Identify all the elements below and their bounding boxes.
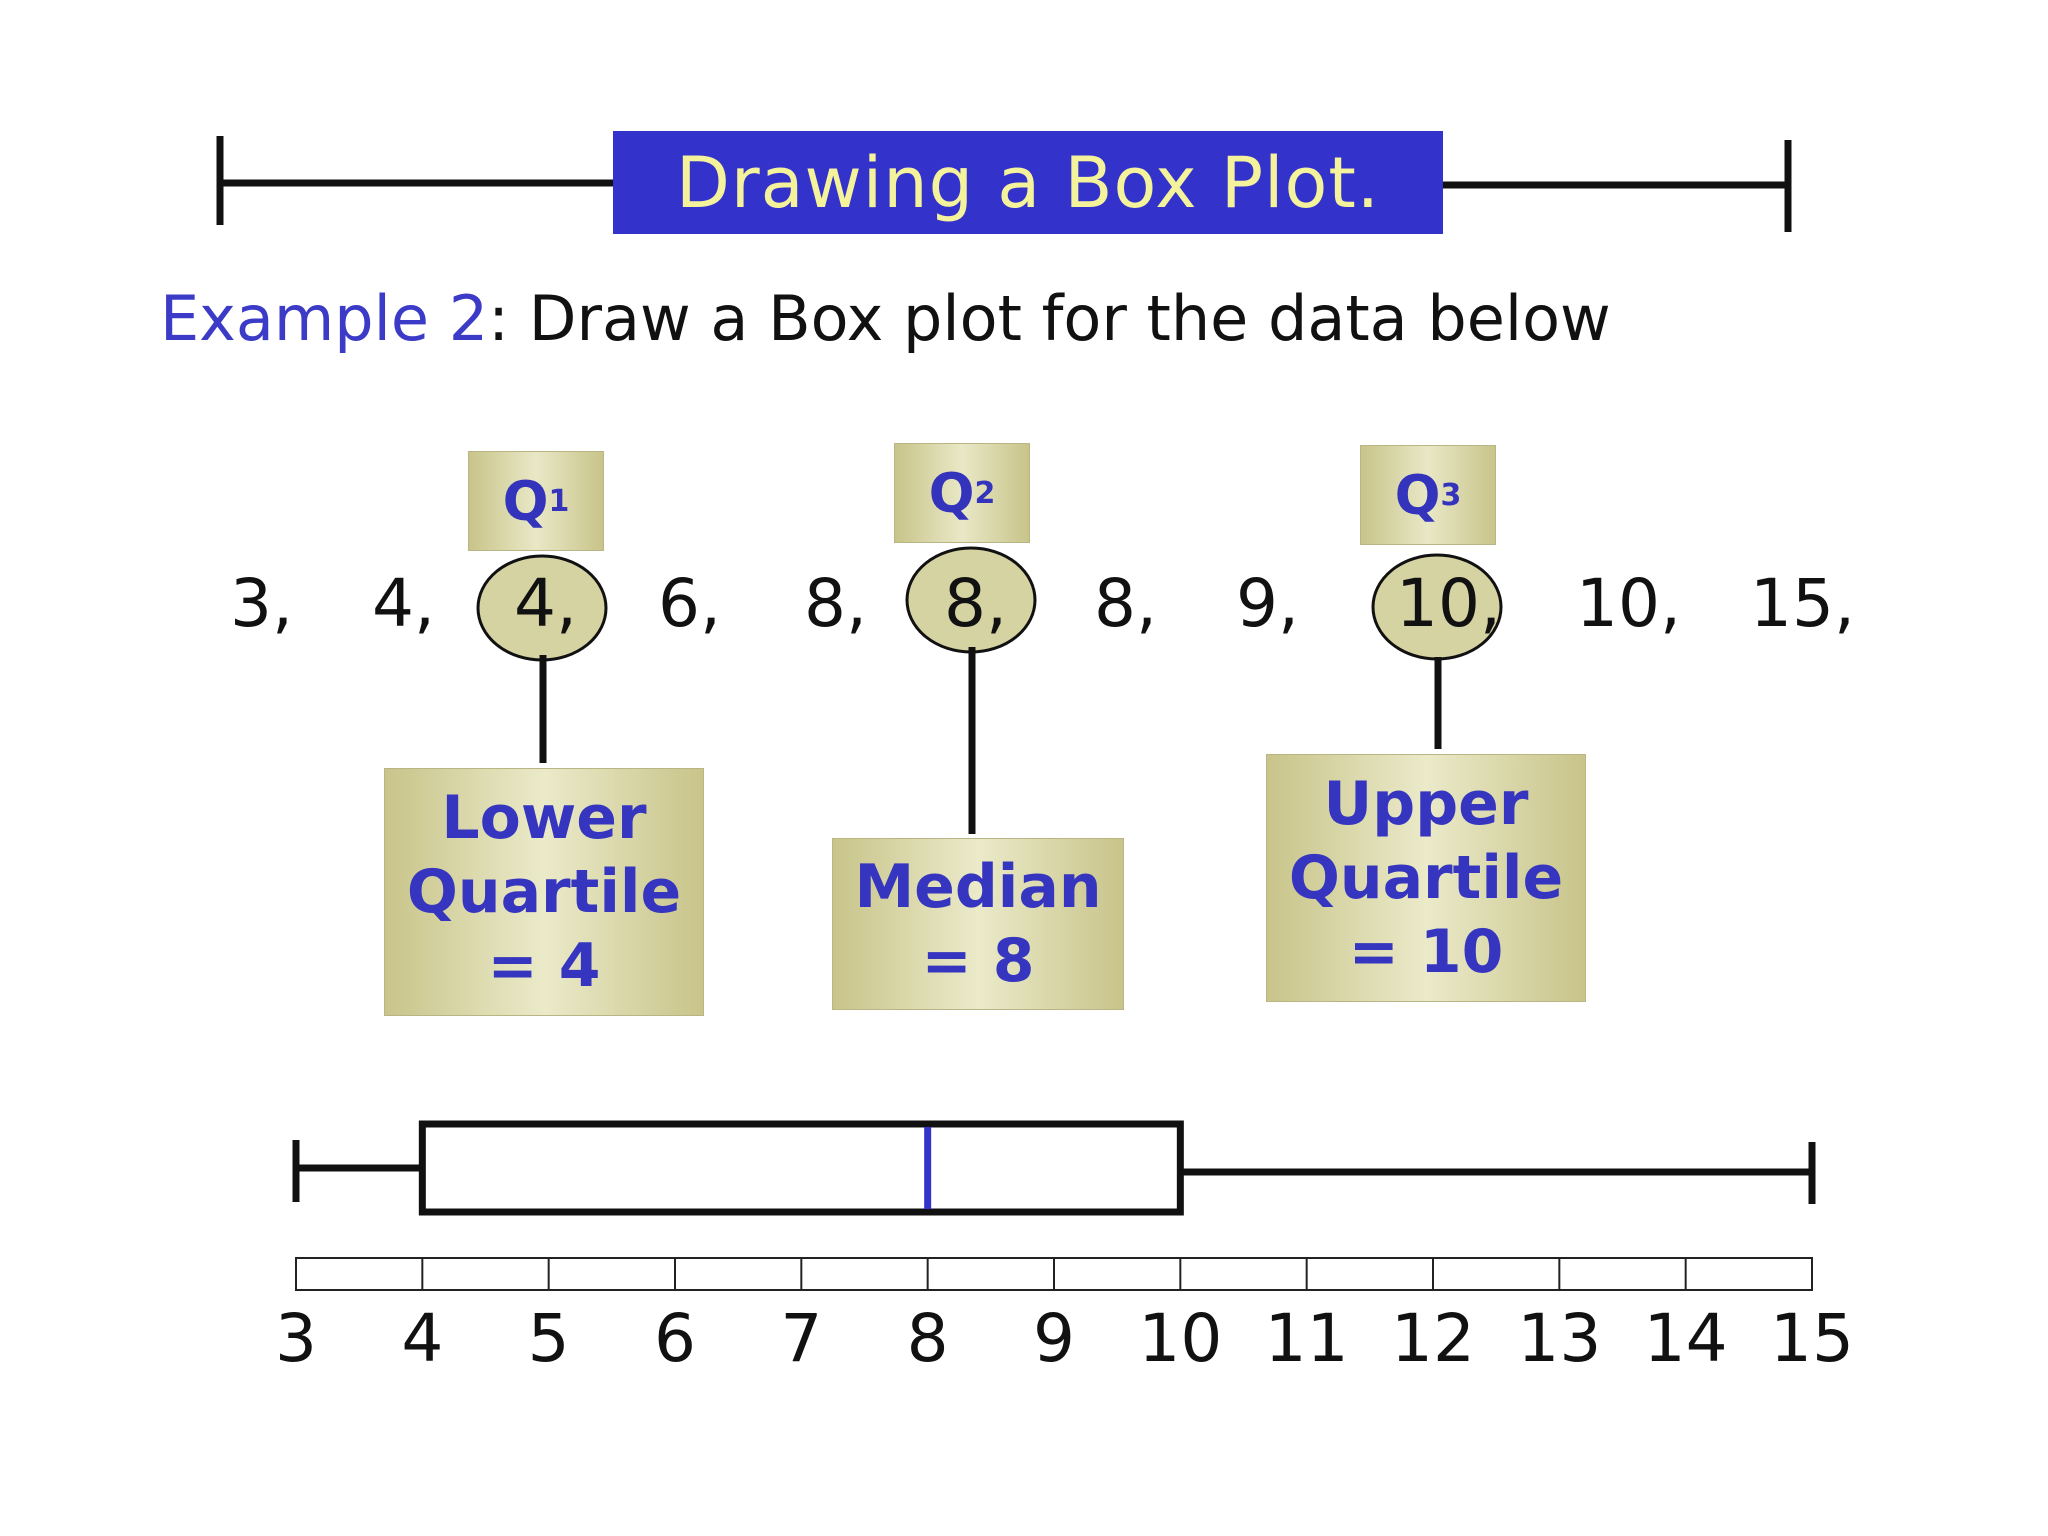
example-colon: : [488,282,510,355]
axis-tick-label: 11 [1264,1300,1349,1377]
upper-quartile-line3: = 10 [1348,917,1504,987]
box-plot [292,1120,1816,1216]
page-title: Drawing a Box Plot. [675,141,1381,224]
median-line2: = 8 [921,926,1035,996]
axis-tick-label: 4 [401,1300,444,1377]
interquartile-box [418,1120,1184,1216]
data-value: 8, [1094,565,1157,642]
axis-tick-label: 10 [1138,1300,1223,1377]
data-value: 6, [658,565,721,642]
axis-tick-label: 6 [654,1300,696,1377]
data-value: 9, [1236,565,1299,642]
axis-tick-label: 7 [780,1300,823,1377]
q1-letter: Q [502,469,549,533]
example-line: Example 2: Draw a Box plot for the data … [160,282,1611,355]
q1-sub: 1 [548,483,570,519]
lower-quartile-line2: Quartile [406,857,682,927]
lower-quartile-line1: Lower [441,783,647,853]
example-label: Example 2 [160,282,489,355]
data-value: 4, [514,565,577,642]
data-value: 8, [804,565,867,642]
upper-quartile-line2: Quartile [1288,843,1564,913]
axis-tick-label: 3 [275,1300,317,1377]
lower-quartile-box: Lower Quartile = 4 [384,768,704,1016]
upper-quartile-box: Upper Quartile = 10 [1266,754,1586,1002]
axis-tick-label: 5 [527,1300,570,1377]
q3-sub: 3 [1440,477,1462,513]
data-value: 4, [372,565,435,642]
axis-tick-label: 8 [906,1300,949,1377]
lower-quartile-line3: = 4 [487,931,601,1001]
example-text: Draw a Box plot for the data below [528,282,1611,355]
data-value: 8, [944,565,1007,642]
axis-tick-label: 14 [1643,1300,1728,1377]
axis-tick-label: 13 [1517,1300,1602,1377]
data-value: 15, [1750,565,1855,642]
q2-letter: Q [928,461,975,525]
data-value: 3, [230,565,293,642]
q3-letter: Q [1394,463,1441,527]
median-box: Median = 8 [832,838,1124,1010]
data-value: 10, [1396,565,1501,642]
upper-quartile-line1: Upper [1323,769,1529,839]
axis-tick-label: 9 [1033,1300,1075,1377]
number-line [295,1257,1813,1291]
axis-tick-label: 15 [1770,1300,1854,1377]
data-value: 10, [1576,565,1681,642]
axis-tick-label: 12 [1391,1300,1475,1377]
q2-sub: 2 [974,475,996,511]
median-line1: Median [854,852,1102,922]
title-banner: Drawing a Box Plot. [613,131,1443,234]
